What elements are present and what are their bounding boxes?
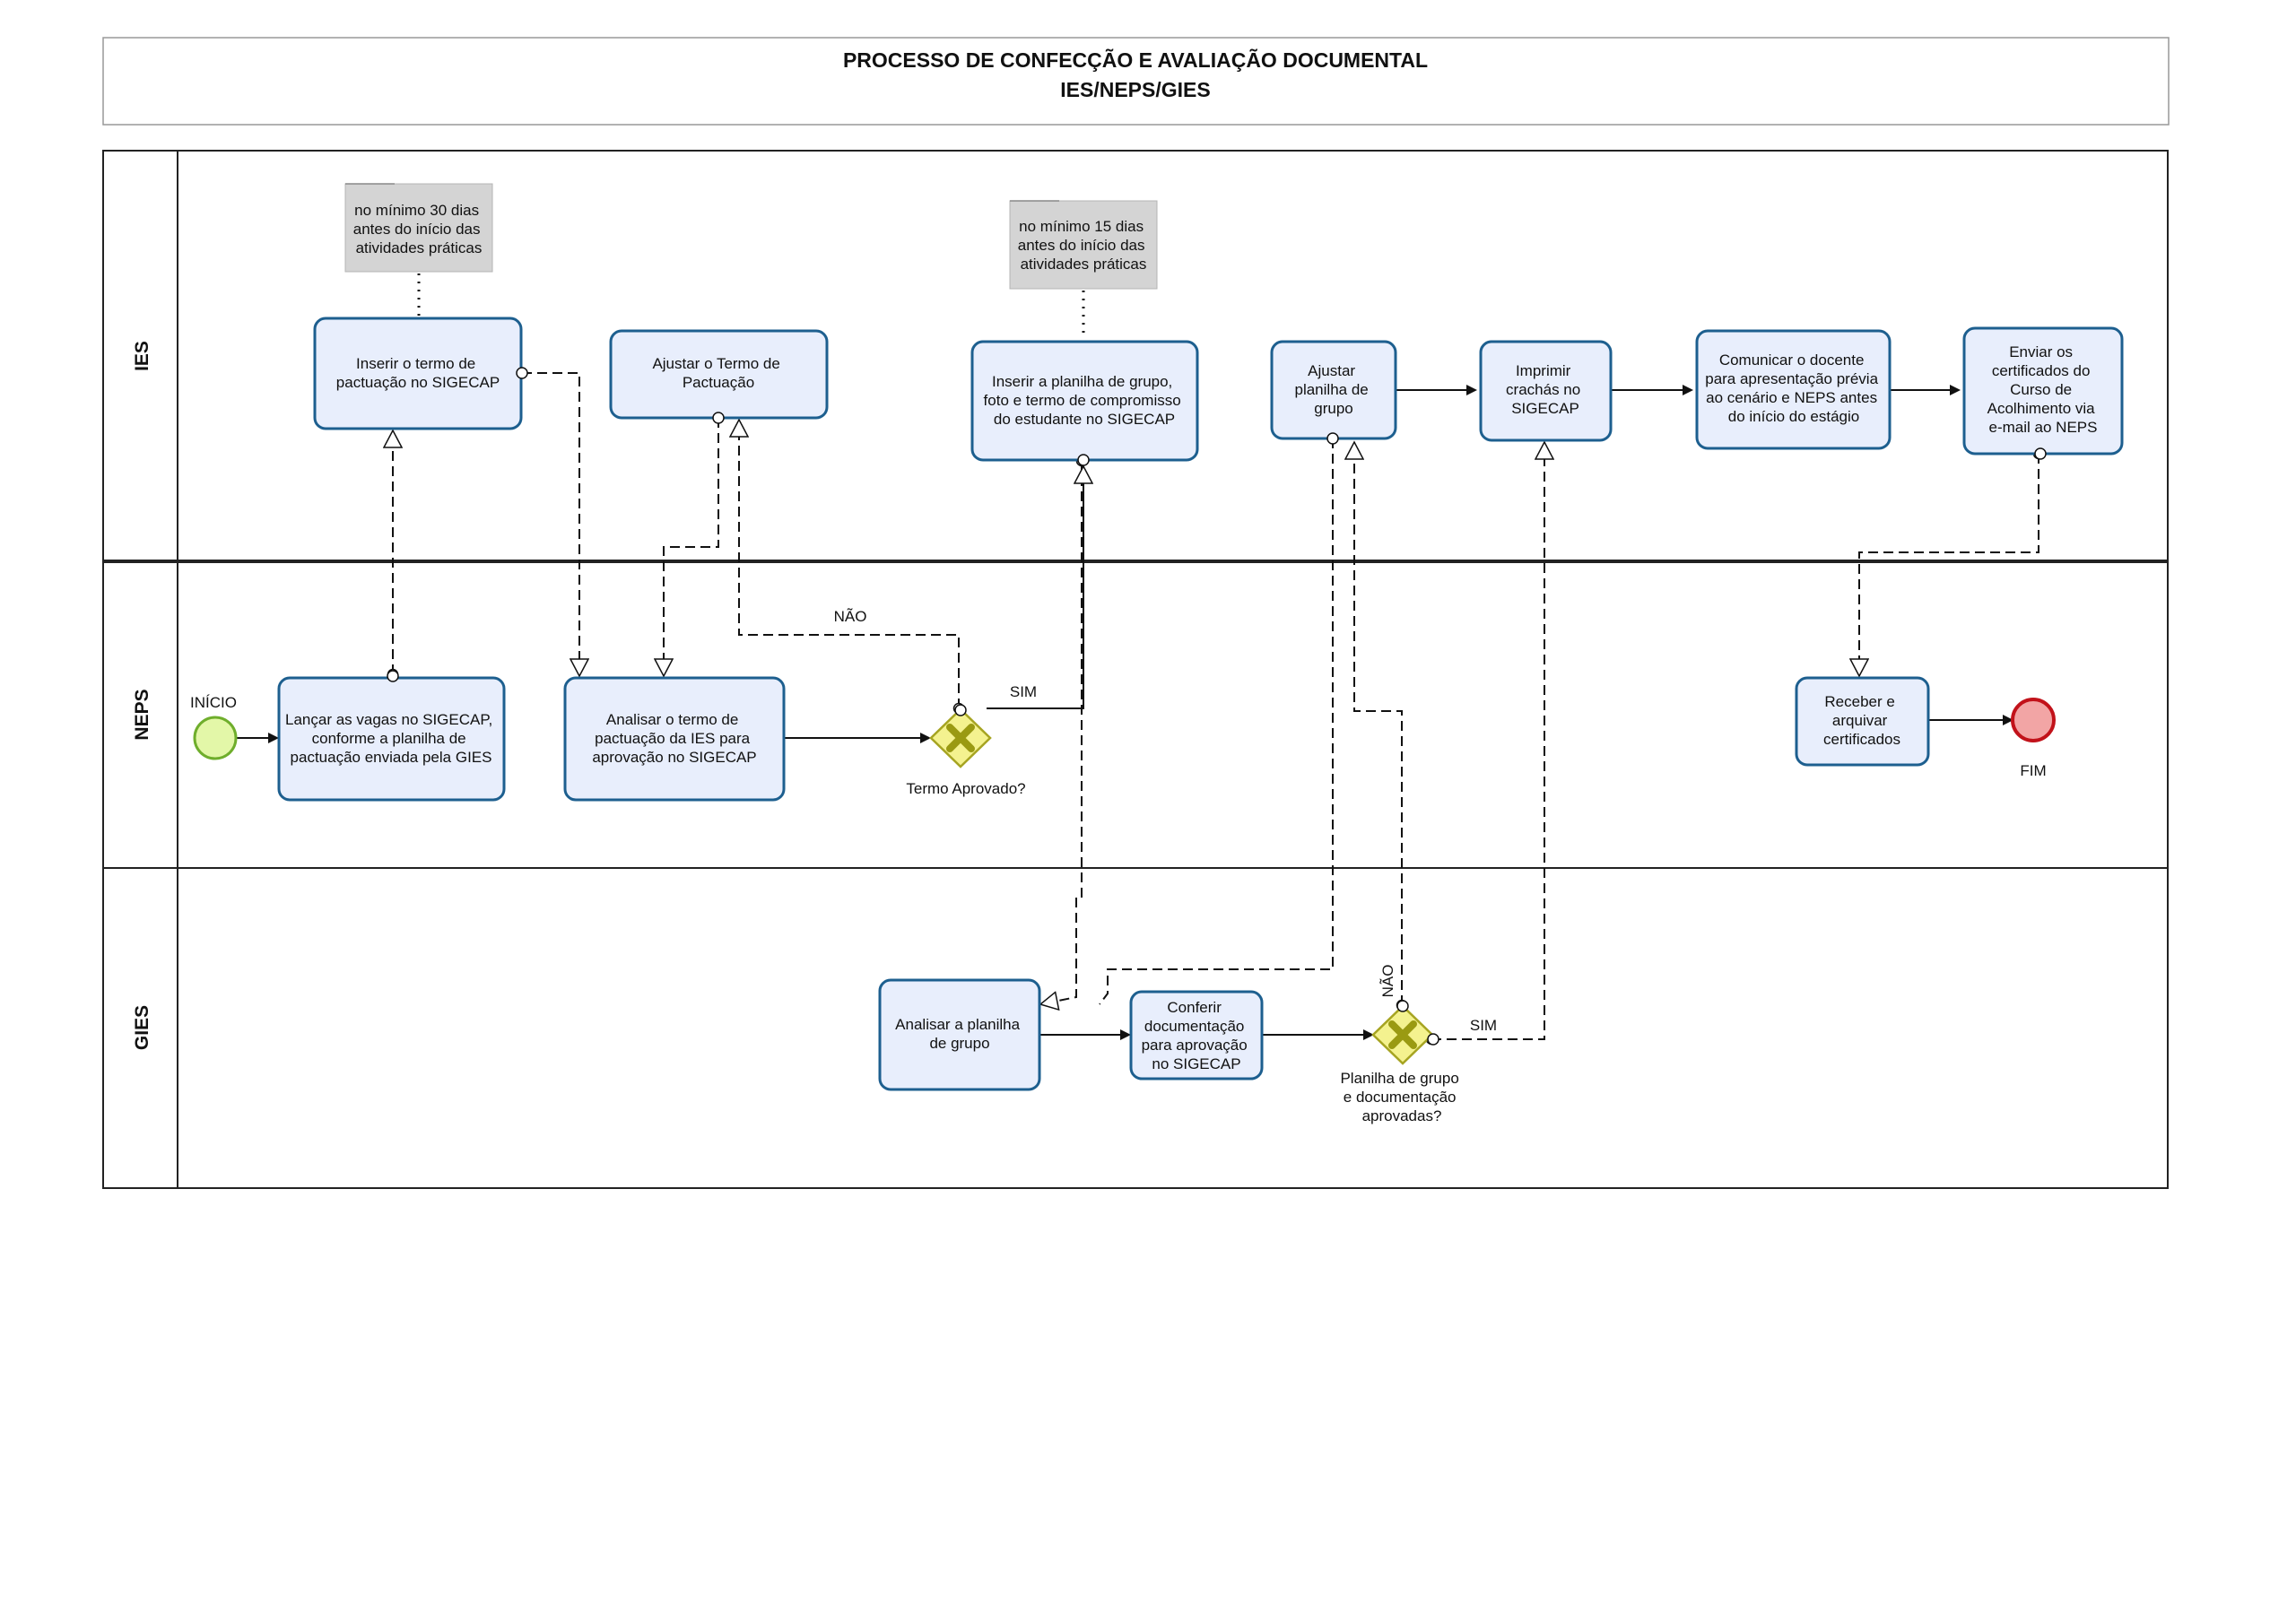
- flow-gateway-sim-to-inserir-planilha: [987, 466, 1083, 709]
- msg-origin-marker: [1077, 454, 1090, 466]
- msg-origin-marker: [2034, 447, 2047, 460]
- task-analisar-planilha[interactable]: Analisar a planilha de grupo: [878, 978, 1041, 1091]
- task-ajustar-termo[interactable]: Ajustar o Termo de Pactuação: [609, 329, 829, 420]
- gateway-termo-aprovado[interactable]: [929, 704, 992, 768]
- task-lancar-vagas[interactable]: Lançar as vagas no SIGECAP, conforme a p…: [277, 676, 506, 802]
- task-analisar-termo[interactable]: Analisar o termo de pactuação da IES par…: [563, 676, 786, 802]
- svg-text:Receber e arquivar: Receber e arquivar certificados: [1823, 693, 1900, 748]
- msg-origin-marker: [387, 670, 399, 682]
- start-event-label: INÍCIO: [190, 694, 237, 711]
- task-enviar-certificados[interactable]: Enviar os certificados do Curso de Acolh…: [1962, 326, 2124, 456]
- gateway-termo-aprovado-label: Termo Aprovado?: [906, 780, 1025, 797]
- gateway-x-icon: [946, 724, 975, 752]
- task-imprimir-crachas[interactable]: Imprimir crachás no SIGECAP: [1479, 340, 1613, 442]
- msg-inserir-planilha-to-analisar: [1040, 461, 1082, 1004]
- svg-text:Analisar o termo de pact: Analisar o termo de pactuação da IES par…: [592, 711, 756, 766]
- msg-inserir-to-analisar: [522, 373, 579, 676]
- task-ajustar-planilha[interactable]: Ajustar planilha de grupo: [1270, 340, 1397, 440]
- msg-origin-marker: [516, 367, 528, 379]
- flow-label-sim-planilha: SIM: [1470, 1017, 1497, 1034]
- start-event[interactable]: [193, 716, 238, 760]
- msg-gateway-nao-to-ajustar: [739, 420, 959, 708]
- msg-enviar-to-receber: [1859, 454, 2039, 676]
- svg-text:Inserir o termo de pactu: Inserir o termo de pactuação no SIGECAP: [336, 355, 500, 391]
- lane-label-ies: IES: [132, 341, 152, 371]
- note-15-text: no mínimo 15 dias antes do início das at…: [1018, 218, 1150, 273]
- header-box: [102, 37, 2170, 126]
- svg-text:Comunicar o docente para: Comunicar o docente para apresentação pr…: [1705, 352, 1883, 425]
- svg-text:Inserir a planilha de grupo,: Inserir a planilha de grupo, foto e term…: [984, 373, 1186, 428]
- diagram-title: PROCESSO DE CONFECÇÃO E AVALIAÇÃO DOCUME…: [843, 48, 1428, 72]
- msg-origin-marker: [1326, 432, 1339, 445]
- note-30-text: no mínimo 30 dias antes do início das at…: [353, 202, 485, 256]
- end-event[interactable]: [2011, 698, 2056, 742]
- svg-text:Lançar as vagas no SIGECAP,: Lançar as vagas no SIGECAP, conforme a p…: [285, 711, 497, 766]
- msg-ajustar-planilha-to-analisar: [1099, 432, 1339, 1005]
- svg-text:Ajustar planilha de: Ajustar planilha de grupo: [1295, 362, 1373, 417]
- svg-text:Analisar a planilha de g: Analisar a planilha de grupo: [895, 1016, 1024, 1052]
- gateway-x-icon: [1388, 1020, 1417, 1049]
- task-comunicar-docente[interactable]: Comunicar o docente para apresentação pr…: [1695, 329, 1892, 450]
- svg-text:Imprimir crachás no: Imprimir crachás no SIGECAP: [1506, 362, 1585, 417]
- pool: [102, 150, 2169, 1189]
- flow-label-nao-planilha: NÃO: [1379, 965, 1396, 998]
- task-inserir-termo[interactable]: Inserir o termo de pactuação no SIGECAP: [313, 317, 523, 430]
- task-receber-certificados[interactable]: Receber e arquivar certificados: [1795, 676, 1930, 767]
- diagram-subtitle: IES/NEPS/GIES: [1060, 78, 1210, 101]
- note-30-days: [344, 183, 493, 273]
- msg-origin-marker: [712, 412, 725, 424]
- svg-text:Enviar os certificados d: Enviar os certificados do Curso de Acolh…: [1987, 343, 2100, 436]
- gateway-planilha-aprovada[interactable]: [1371, 1000, 1439, 1065]
- end-event-label: FIM: [2020, 762, 2046, 779]
- gateway-planilha-aprovada-label: Planilha de grupo e documentação aprovad…: [1340, 1070, 1463, 1124]
- task-inserir-planilha[interactable]: Inserir a planilha de grupo, foto e term…: [970, 340, 1199, 462]
- msg-gateway2-sim-to-imprimir: [1431, 442, 1544, 1039]
- msg-gateway2-nao-to-ajustar-planilha: [1354, 442, 1402, 1005]
- lane-label-gies: GIES: [132, 1005, 152, 1050]
- flow-label-nao-termo: NÃO: [834, 608, 867, 625]
- svg-text:Conferir documentação: Conferir documentação para aprovação no …: [1142, 999, 1252, 1072]
- msg-ajustar-to-analisar: [664, 418, 718, 676]
- task-conferir-documentacao[interactable]: Conferir documentação para aprovação no …: [1129, 990, 1264, 1081]
- note-15-days: [1009, 200, 1158, 290]
- flow-label-sim-termo: SIM: [1010, 683, 1037, 700]
- lane-label-neps: NEPS: [132, 689, 152, 740]
- svg-text:Ajustar o Termo de Pactu: Ajustar o Termo de Pactuação: [652, 355, 784, 391]
